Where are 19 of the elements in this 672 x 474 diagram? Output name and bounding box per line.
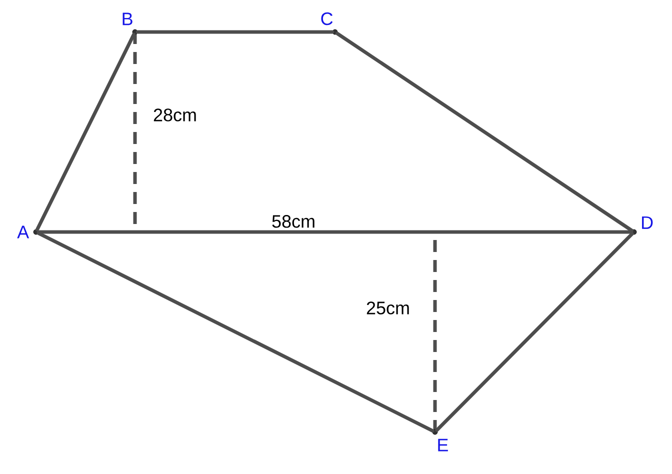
node-label: C [321,12,333,26]
point: B [122,12,138,35]
line-segment [435,232,634,432]
point: C [321,12,338,35]
line-segment [136,30,334,34]
line-segment [35,32,136,232]
node-label: D [642,216,653,229]
point: D [631,216,653,235]
point: E [432,429,448,452]
dimension-label: 28cm [152,108,198,122]
line-segment [36,230,634,234]
node-label: E [438,438,448,452]
node-label: A [17,226,30,238]
dimension-label: 25cm [365,300,411,316]
line-segment [336,32,634,232]
point: A [17,226,39,238]
node-label: B [122,12,132,26]
line-segment [36,231,434,433]
edge-label: 58cm [270,214,317,229]
